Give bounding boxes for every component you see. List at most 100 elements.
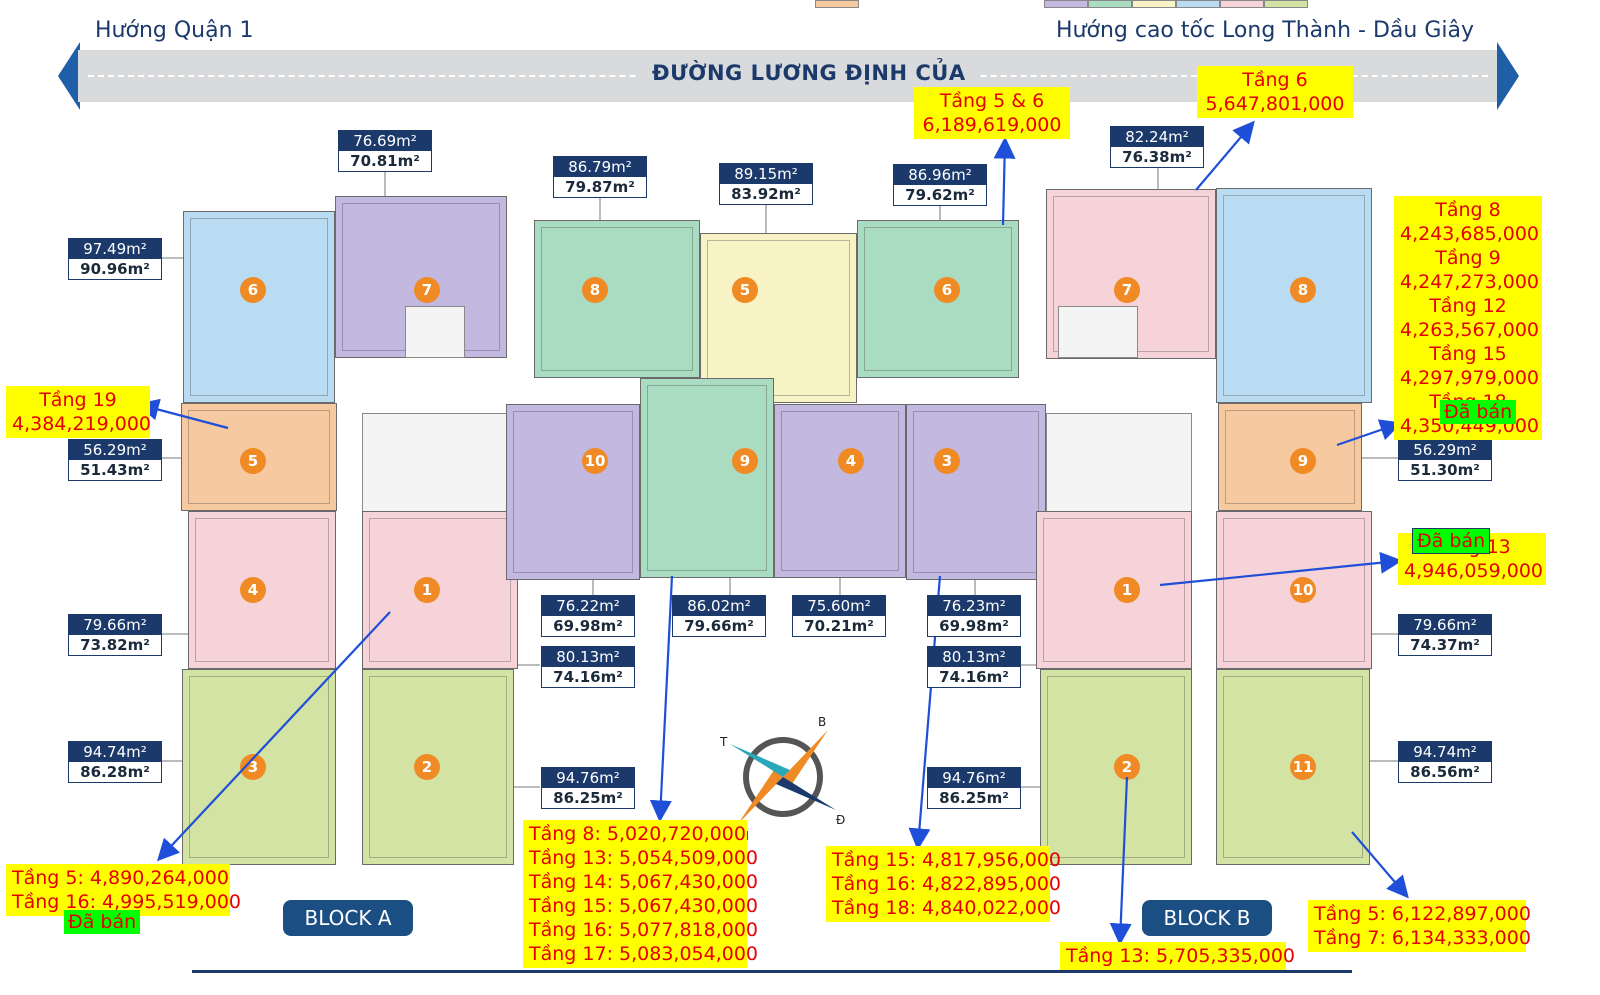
price-arrows bbox=[136, 120, 1409, 946]
area-gross: 89.15m² bbox=[720, 164, 812, 184]
unit-badge-b8: 8 bbox=[1290, 277, 1316, 303]
unit-c10[interactable] bbox=[506, 404, 640, 580]
area-gross: 76.69m² bbox=[339, 131, 431, 151]
area-gross: 80.13m² bbox=[542, 647, 634, 667]
note-line: Tầng 17: 5,083,054,000 bbox=[529, 943, 759, 965]
area-net: 69.98m² bbox=[553, 617, 623, 635]
block-b-label: BLOCK B bbox=[1142, 900, 1272, 936]
area-gross: 94.76m² bbox=[542, 768, 634, 788]
note-line: 4,946,059,000 bbox=[1404, 560, 1544, 582]
block-a-label: BLOCK A bbox=[283, 900, 413, 936]
area-net: 83.92m² bbox=[731, 185, 801, 203]
area-net: 79.66m² bbox=[684, 617, 754, 635]
unit-c9[interactable] bbox=[640, 378, 774, 578]
sold-badge-right-list: Đã bán bbox=[1440, 400, 1517, 424]
unit-badge-a4: 4 bbox=[240, 577, 266, 603]
note-line: Tầng 16: 4,822,895,000 bbox=[832, 873, 1062, 895]
area-net: 76.38m² bbox=[1122, 148, 1192, 166]
area-gross: 80.13m² bbox=[928, 647, 1020, 667]
road-name: ĐƯỜNG LƯƠNG ĐỊNH CỦA bbox=[638, 61, 980, 85]
unit-badge-a6: 6 bbox=[240, 277, 266, 303]
unit-badge-a7: 7 bbox=[414, 277, 440, 303]
compass-needle-sw bbox=[738, 770, 783, 824]
price-note-b2: Tầng 13: 5,705,335,000 bbox=[1060, 942, 1295, 970]
note-line: Tầng 18: 4,840,022,000 bbox=[832, 897, 1062, 919]
unit-badge-b6: 6 bbox=[934, 277, 960, 303]
stair-core-a bbox=[405, 306, 465, 358]
area-net: 69.98m² bbox=[939, 617, 1009, 635]
note-line: Tầng 15 bbox=[1429, 343, 1507, 365]
price-note-floor-6: Tầng 6 5,647,801,000 bbox=[1197, 66, 1353, 118]
price-note-floor-5-6: Tầng 5 & 6 6,189,619,000 bbox=[914, 87, 1070, 139]
area-net: 51.43m² bbox=[80, 461, 150, 479]
note-line: Tầng 5 & 6 bbox=[939, 90, 1045, 112]
unit-a6[interactable] bbox=[183, 211, 335, 403]
note-line: 5,647,801,000 bbox=[1205, 93, 1345, 115]
area-net: 79.87m² bbox=[565, 178, 635, 196]
area-gross: 56.29m² bbox=[1399, 440, 1491, 460]
note-line: 6,189,619,000 bbox=[922, 114, 1062, 136]
right-direction-label: Hướng cao tốc Long Thành - Dầu Giây bbox=[1056, 18, 1474, 43]
unit-c3[interactable] bbox=[906, 404, 1046, 580]
note-line: Tầng 13: 5,054,509,000 bbox=[529, 847, 759, 869]
area-net: 86.28m² bbox=[80, 763, 150, 781]
price-note-b11: Tầng 5: 6,122,897,000 Tầng 7: 6,134,333,… bbox=[1308, 900, 1531, 952]
area-gross: 76.22m² bbox=[542, 596, 634, 616]
bottom-divider bbox=[192, 970, 1352, 973]
unit-badge-b9: 9 bbox=[1290, 448, 1316, 474]
area-net: 74.37m² bbox=[1410, 636, 1480, 654]
note-line: 4,263,567,000 bbox=[1400, 319, 1540, 341]
unit-badge-a5-left: 5 bbox=[240, 448, 266, 474]
note-line: Tầng 8: 5,020,720,000 bbox=[529, 823, 746, 845]
unit-badge-c4: 4 bbox=[838, 448, 864, 474]
unit-a1[interactable] bbox=[362, 511, 518, 669]
note-line: Tầng 16: 5,077,818,000 bbox=[529, 919, 759, 941]
note-line: 4,243,685,000 bbox=[1400, 223, 1540, 245]
legend-swatch-purple bbox=[1044, 0, 1088, 8]
unit-c4[interactable] bbox=[774, 404, 906, 578]
area-net: 86.25m² bbox=[939, 789, 1009, 807]
sold-badge-a1: Đã bán bbox=[64, 910, 141, 934]
area-net: 86.25m² bbox=[553, 789, 623, 807]
compass-label-n: B bbox=[818, 715, 826, 729]
compass-needle-ne bbox=[783, 730, 828, 784]
area-net: 70.81m² bbox=[350, 152, 420, 170]
area-gross: 86.96m² bbox=[894, 165, 986, 185]
area-net: 73.82m² bbox=[80, 636, 150, 654]
unit-a8[interactable] bbox=[534, 220, 700, 378]
area-net: 74.16m² bbox=[939, 668, 1009, 686]
area-net: 70.21m² bbox=[804, 617, 874, 635]
compass-ring bbox=[743, 737, 823, 817]
area-net: 79.62m² bbox=[905, 186, 975, 204]
area-gross: 82.24m² bbox=[1111, 127, 1203, 147]
note-line: Tầng 5: 6,122,897,000 bbox=[1314, 903, 1531, 925]
legend-swatch-yellow bbox=[1132, 0, 1176, 8]
unit-badge-b2: 2 bbox=[1114, 754, 1140, 780]
unit-b1[interactable] bbox=[1036, 511, 1192, 669]
area-gross: 56.29m² bbox=[69, 440, 161, 460]
sold-badge-b1: Đã bán bbox=[1412, 528, 1491, 554]
unit-badge-a8: 8 bbox=[582, 277, 608, 303]
road-arrow-left-icon bbox=[58, 42, 80, 110]
price-note-c3: Tầng 15: 4,817,956,000 Tầng 16: 4,822,89… bbox=[826, 846, 1062, 922]
legend-swatch-green bbox=[1088, 0, 1132, 8]
left-direction-label: Hướng Quận 1 bbox=[95, 18, 254, 43]
area-net: 74.16m² bbox=[553, 668, 623, 686]
area-net: 51.30m² bbox=[1410, 461, 1480, 479]
area-gross: 76.23m² bbox=[928, 596, 1020, 616]
unit-a5[interactable] bbox=[700, 233, 857, 403]
legend-swatch-blue bbox=[1176, 0, 1220, 8]
unit-badge-c10: 10 bbox=[582, 448, 608, 474]
area-gross: 86.02m² bbox=[673, 596, 765, 616]
legend-swatch-lime bbox=[1264, 0, 1308, 8]
note-line: Tầng 8 bbox=[1435, 199, 1501, 221]
note-line: Tầng 7: 6,134,333,000 bbox=[1314, 927, 1531, 949]
